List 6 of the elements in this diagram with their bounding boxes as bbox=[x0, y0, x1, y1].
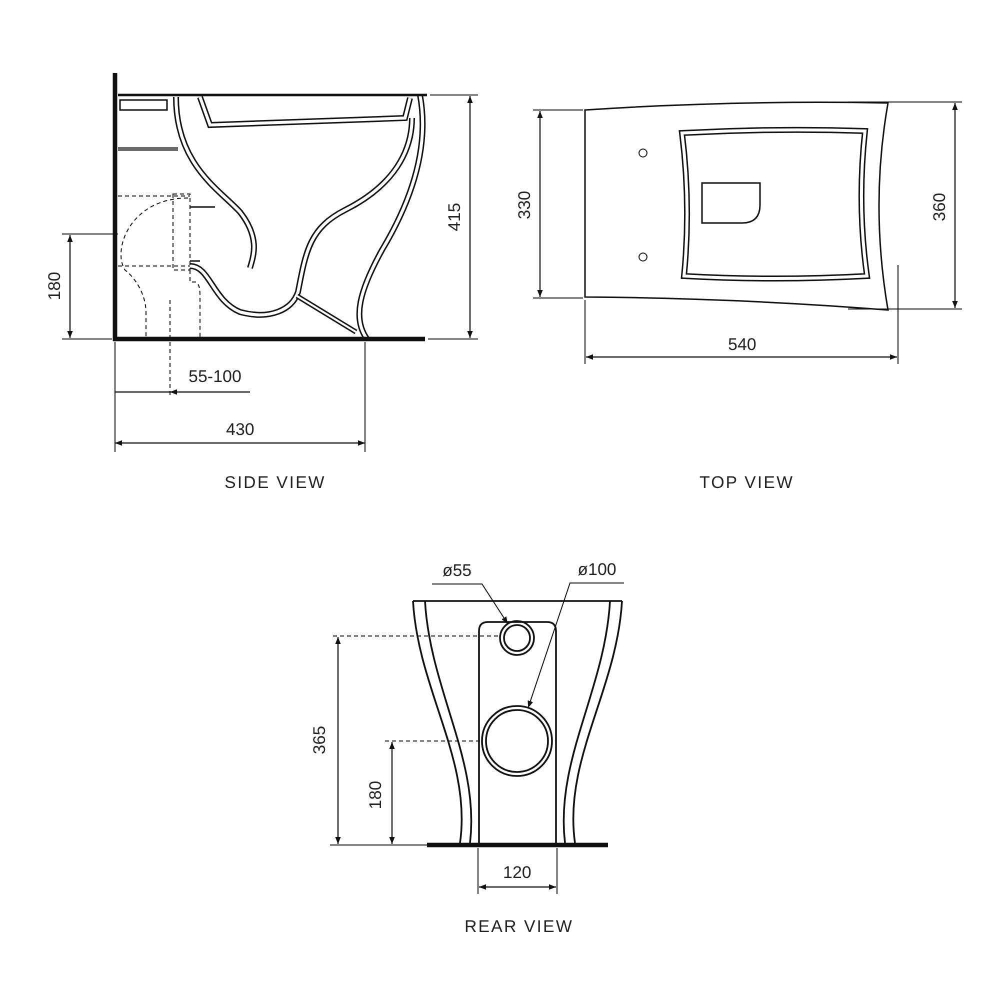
pipe-opening bbox=[481, 705, 553, 777]
leader-line bbox=[528, 582, 624, 708]
back-panel bbox=[478, 621, 558, 845]
diameter-label: ø55 bbox=[432, 561, 482, 583]
diameter-label: ø100 bbox=[570, 560, 624, 582]
pipe-opening bbox=[499, 620, 535, 656]
